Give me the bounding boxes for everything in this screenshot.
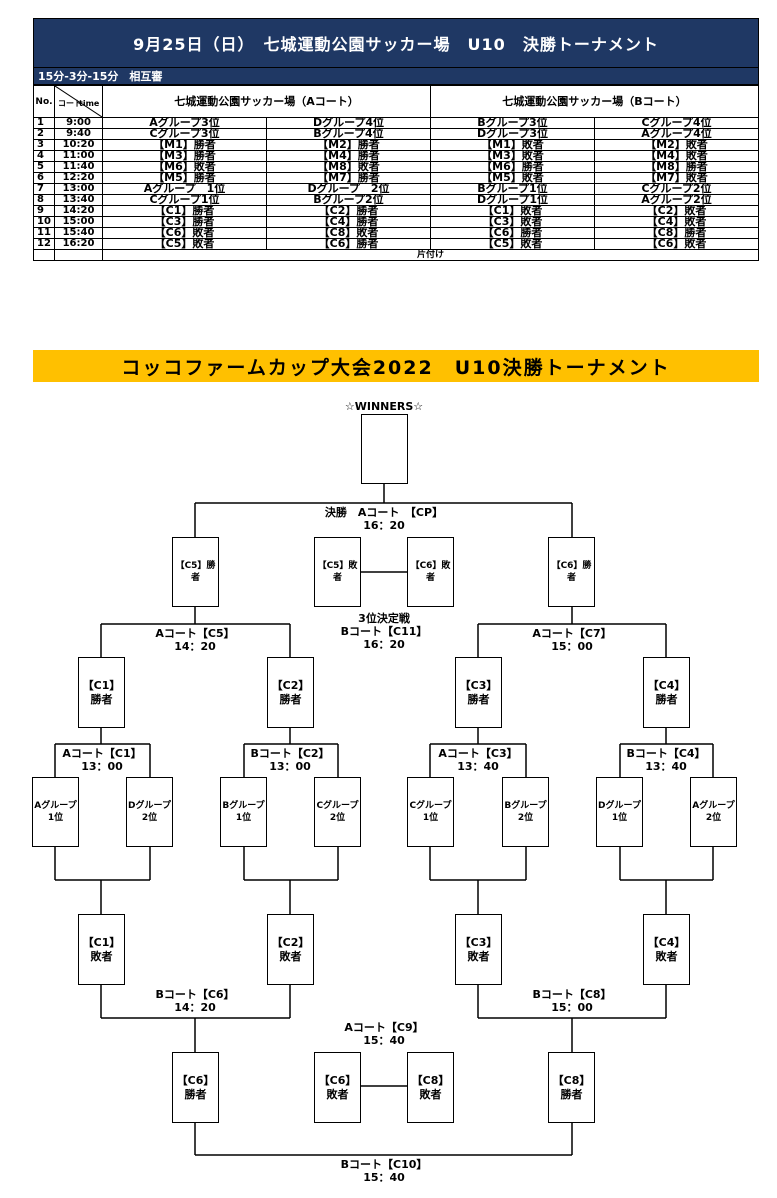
third-place-court: Bコート【C11】 [340, 625, 428, 638]
c5-winner-box: 【C5】勝者 [172, 537, 219, 607]
c10-label: Bコート【C10】 [340, 1158, 428, 1171]
c8-winner-box: 【C8】勝者 [548, 1052, 595, 1123]
col-time-header: コート time [54, 85, 103, 118]
c8-loser-box: 【C8】敗者 [407, 1052, 454, 1123]
qf2-time: 13：00 [269, 760, 311, 773]
qf4-time: 13：40 [645, 760, 687, 773]
third-place-label: 3位決定戦 [358, 612, 410, 625]
sf-right-time: 15：00 [551, 640, 593, 653]
qf2-label: Bコート【C2】 [250, 747, 330, 760]
third-place-time: 16：20 [363, 638, 405, 651]
col-time-header-b: time [79, 99, 100, 108]
c4-loser-box: 【C4】敗者 [643, 914, 690, 985]
qf3-label: Aコート【C3】 [438, 747, 518, 760]
cons-right-label: Bコート【C8】 [532, 988, 612, 1001]
qf1-label: Aコート【C1】 [62, 747, 142, 760]
cleanup-cell: 片付け [102, 249, 759, 261]
qf4-label: Bコート【C4】 [626, 747, 706, 760]
final-label: 決勝 Aコート 【CP】 [324, 506, 444, 519]
c6-loser-box: 【C6】敗者 [407, 537, 454, 607]
winners-box [361, 414, 408, 484]
c2-winner-box: 【C2】勝者 [267, 657, 314, 728]
schedule-title: 9月25日（日） 七城運動公園サッカー場 U10 決勝トーナメント [33, 18, 759, 68]
sf-left-label: Aコート【C5】 [155, 627, 235, 640]
cons-left-time: 14：20 [174, 1001, 216, 1014]
winners-label: ☆WINNERS☆ [344, 400, 424, 413]
c3-loser-box: 【C3】敗者 [455, 914, 502, 985]
schedule-table: No. コート time 七城運動公園サッカー場（Aコート） 七城運動公園サッカ… [33, 85, 759, 261]
sf-left-time: 14：20 [174, 640, 216, 653]
c1-winner-box: 【C1】勝者 [78, 657, 125, 728]
c2-loser-box: 【C2】敗者 [267, 914, 314, 985]
qf3-time: 13：40 [457, 760, 499, 773]
cons-right-time: 15：00 [551, 1001, 593, 1014]
c9-time: 15：40 [363, 1034, 405, 1047]
c5-loser-box: 【C5】敗者 [314, 537, 361, 607]
c3-winner-box: 【C3】勝者 [455, 657, 502, 728]
col-time-header-a: コート [58, 99, 82, 108]
c10-time: 15：40 [363, 1171, 405, 1184]
c6-winner-lower-box: 【C6】勝者 [172, 1052, 219, 1123]
cleanup-row: 片付け [33, 249, 759, 261]
final-time: 16：20 [363, 519, 405, 532]
bracket-title: コッコファームカップ大会2022 U10決勝トーナメント [33, 350, 759, 382]
cons-left-label: Bコート【C6】 [155, 988, 235, 1001]
schedule-header-row: No. コート time 七城運動公園サッカー場（Aコート） 七城運動公園サッカ… [33, 85, 759, 118]
sf-right-label: Aコート【C7】 [532, 627, 612, 640]
c6-winner-box: 【C6】勝者 [548, 537, 595, 607]
schedule-subtitle: 15分-3分-15分 相互審 [33, 68, 759, 85]
court-b-header: 七城運動公園サッカー場（Bコート） [430, 85, 759, 118]
c6-loser-lower-box: 【C6】敗者 [314, 1052, 361, 1123]
diagonal-divider [55, 86, 102, 117]
qf1-time: 13：00 [81, 760, 123, 773]
c4-winner-box: 【C4】勝者 [643, 657, 690, 728]
c1-loser-box: 【C1】敗者 [78, 914, 125, 985]
c9-label: Aコート【C9】 [344, 1021, 424, 1034]
